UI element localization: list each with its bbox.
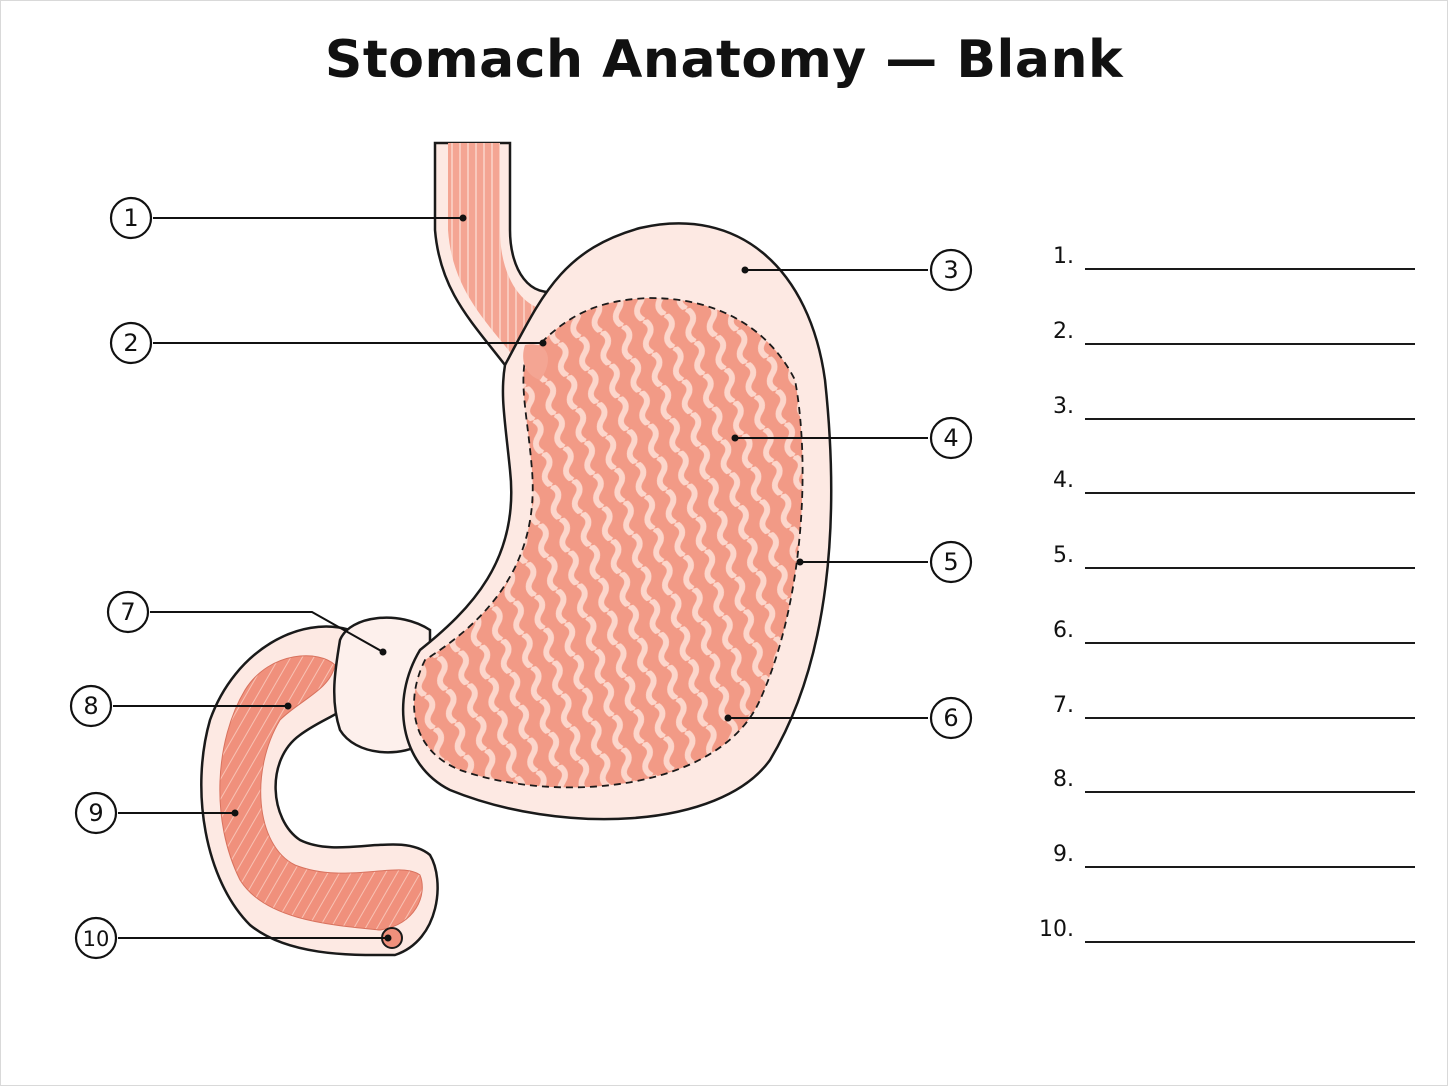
callout-number: 8 — [83, 692, 98, 720]
answer-row-9: 9. — [1030, 838, 1420, 878]
answer-blank[interactable] — [1085, 343, 1415, 345]
answer-blank[interactable] — [1085, 567, 1415, 569]
answer-row-10: 10. — [1030, 913, 1420, 953]
callout-10: 10 — [74, 916, 118, 960]
answer-row-8: 8. — [1030, 763, 1420, 803]
cardia — [523, 344, 548, 380]
answer-number: 5. — [1053, 543, 1074, 568]
answer-blank[interactable] — [1085, 866, 1415, 868]
answer-row-7: 7. — [1030, 689, 1420, 729]
callout-9: 9 — [74, 791, 118, 835]
callout-7: 7 — [106, 590, 150, 634]
answer-row-2: 2. — [1030, 315, 1420, 355]
answer-number: 4. — [1053, 468, 1074, 493]
callout-number: 7 — [120, 598, 135, 626]
answer-number: 2. — [1053, 319, 1074, 344]
answer-blank[interactable] — [1085, 791, 1415, 793]
callout-number: 4 — [943, 424, 958, 452]
duodenum-lumen — [219, 655, 423, 931]
leader-lines — [113, 217, 928, 939]
callout-2: 2 — [109, 321, 153, 365]
answer-number: 1. — [1053, 244, 1074, 269]
callout-3: 3 — [929, 248, 973, 292]
callout-number: 10 — [83, 927, 110, 951]
callout-number: 6 — [943, 704, 958, 732]
callout-5: 5 — [929, 540, 973, 584]
answer-row-5: 5. — [1030, 539, 1420, 579]
answer-blank[interactable] — [1085, 492, 1415, 494]
callout-4: 4 — [929, 416, 973, 460]
callout-number: 3 — [943, 256, 958, 284]
answer-number: 9. — [1053, 842, 1074, 867]
esophagus-lumen — [448, 143, 545, 352]
stomach-mucosa — [413, 297, 804, 789]
leader-dots — [231, 214, 804, 942]
answer-blank[interactable] — [1085, 642, 1415, 644]
callout-1: 1 — [109, 196, 153, 240]
answer-blank[interactable] — [1085, 268, 1415, 270]
answer-blank[interactable] — [1085, 717, 1415, 719]
answer-number: 3. — [1053, 394, 1074, 419]
callout-number: 2 — [123, 329, 138, 357]
callout-number: 5 — [943, 548, 958, 576]
page-title: Stomach Anatomy — Blank — [324, 30, 1124, 90]
answer-row-6: 6. — [1030, 614, 1420, 654]
answer-number: 8. — [1053, 767, 1074, 792]
callout-6: 6 — [929, 696, 973, 740]
answer-number: 6. — [1053, 618, 1074, 643]
answer-number: 7. — [1053, 693, 1074, 718]
answer-number: 10. — [1039, 917, 1074, 942]
answer-row-4: 4. — [1030, 464, 1420, 504]
answer-row-1: 1. — [1030, 240, 1420, 280]
callout-number: 1 — [123, 204, 138, 232]
callout-8: 8 — [69, 684, 113, 728]
answer-blank[interactable] — [1085, 941, 1415, 943]
answer-row-3: 3. — [1030, 390, 1420, 430]
answer-blank[interactable] — [1085, 418, 1415, 420]
callout-number: 9 — [88, 799, 103, 827]
